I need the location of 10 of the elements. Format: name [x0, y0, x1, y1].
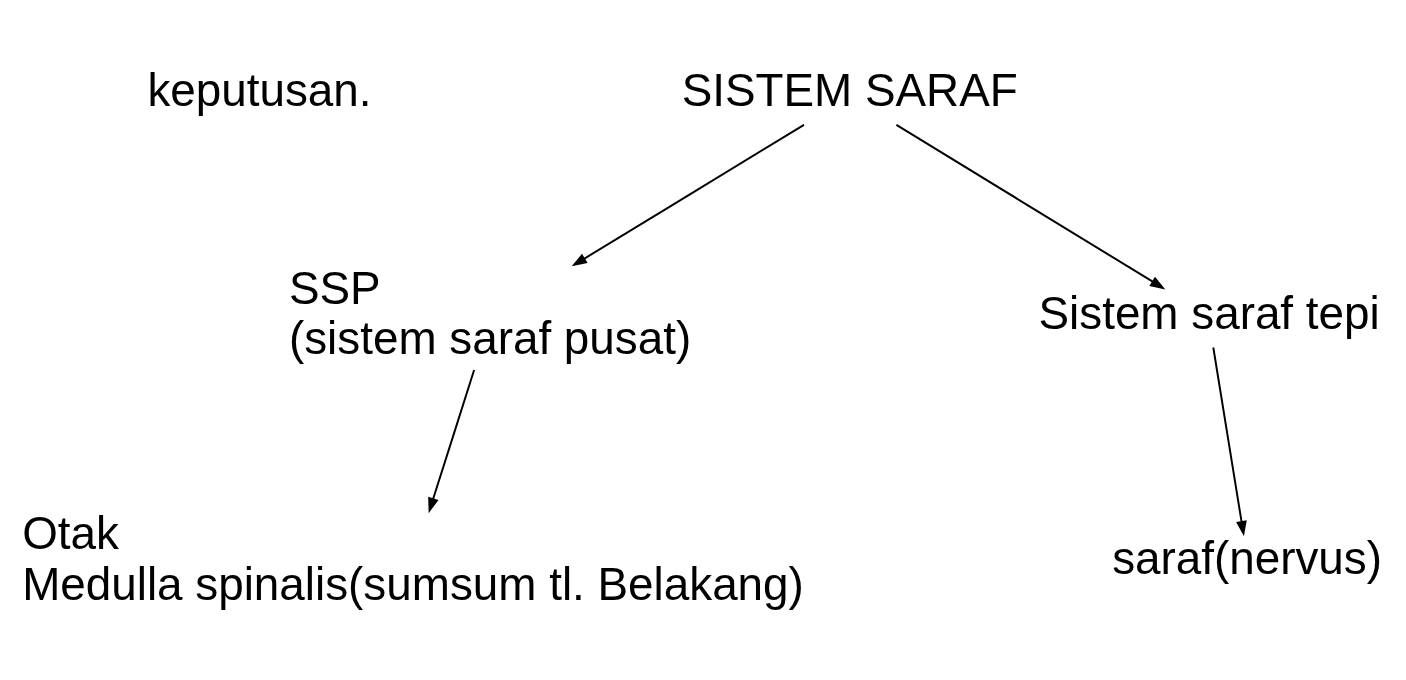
node-text: saraf(nervus): [1112, 532, 1383, 584]
node-text: Otak Medulla spinalis(sumsum tl. Belakang): [22, 507, 804, 610]
node-text: SSP (sistem saraf pusat): [288, 262, 692, 364]
arrow: [428, 368, 476, 513]
node-text: Sistem saraf tepi: [1038, 287, 1380, 339]
arrow: [571, 123, 805, 266]
node-text: SISTEM SARAF: [681, 64, 1018, 116]
arrow: [895, 123, 1166, 289]
arrow: [1212, 346, 1247, 536]
label: keputusan.: [147, 64, 372, 116]
